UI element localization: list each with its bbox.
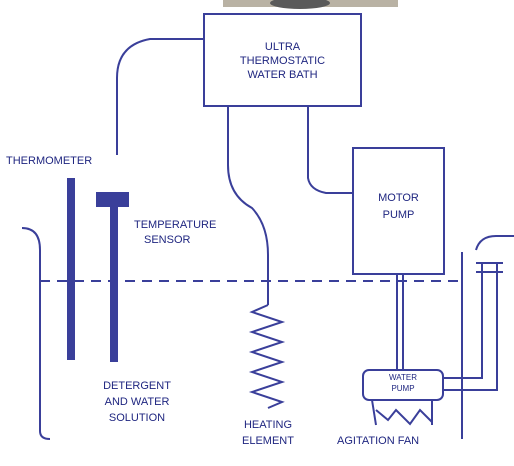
bath-label: ULTRA THERMOSTATIC WATER BATH — [214, 40, 351, 82]
bath-to-heater-tube — [228, 106, 268, 305]
motor-pump-label: MOTOR PUMP — [353, 190, 444, 224]
sensor-probe — [110, 207, 118, 362]
temperature-sensor-label: TEMPERATURE SENSOR — [134, 218, 216, 248]
sensor-cap — [96, 192, 129, 207]
agitation-fan — [372, 400, 432, 425]
water-pump-line-1: WATER — [363, 372, 443, 383]
detergent-line-1: DETERGENT — [82, 378, 192, 394]
bath-to-motor-tube — [308, 106, 353, 193]
heating-line-1: HEATING — [232, 417, 304, 433]
water-pump-label: WATER PUMP — [363, 372, 443, 394]
motor-pump-line-2: PUMP — [353, 207, 444, 224]
bath-label-line-1: ULTRA — [214, 40, 351, 54]
bath-label-line-2: THERMOSTATIC — [214, 54, 351, 68]
detergent-line-3: SOLUTION — [82, 410, 192, 426]
heating-element-label: HEATING ELEMENT — [232, 417, 304, 449]
motor-pump-line-1: MOTOR — [353, 190, 444, 207]
heating-coil — [252, 305, 282, 408]
sensor-label-line-2: SENSOR — [134, 233, 216, 248]
photo-strip — [223, 0, 398, 9]
bath-to-thermometer-tube — [117, 39, 204, 155]
thermometer-label: THERMOMETER — [6, 154, 92, 168]
return-pipe-bend — [476, 236, 514, 250]
detergent-label: DETERGENT AND WATER SOLUTION — [82, 378, 192, 426]
tank-outline — [22, 228, 50, 439]
water-pump-line-2: PUMP — [363, 383, 443, 394]
detergent-line-2: AND WATER — [82, 394, 192, 410]
agitation-fan-label: AGITATION FAN — [337, 434, 419, 448]
return-pipe — [444, 264, 497, 390]
sensor-label-line-1: TEMPERATURE — [134, 218, 216, 233]
bath-label-line-3: WATER BATH — [214, 68, 351, 82]
heating-line-2: ELEMENT — [232, 433, 304, 449]
thermometer-bar — [67, 178, 75, 360]
